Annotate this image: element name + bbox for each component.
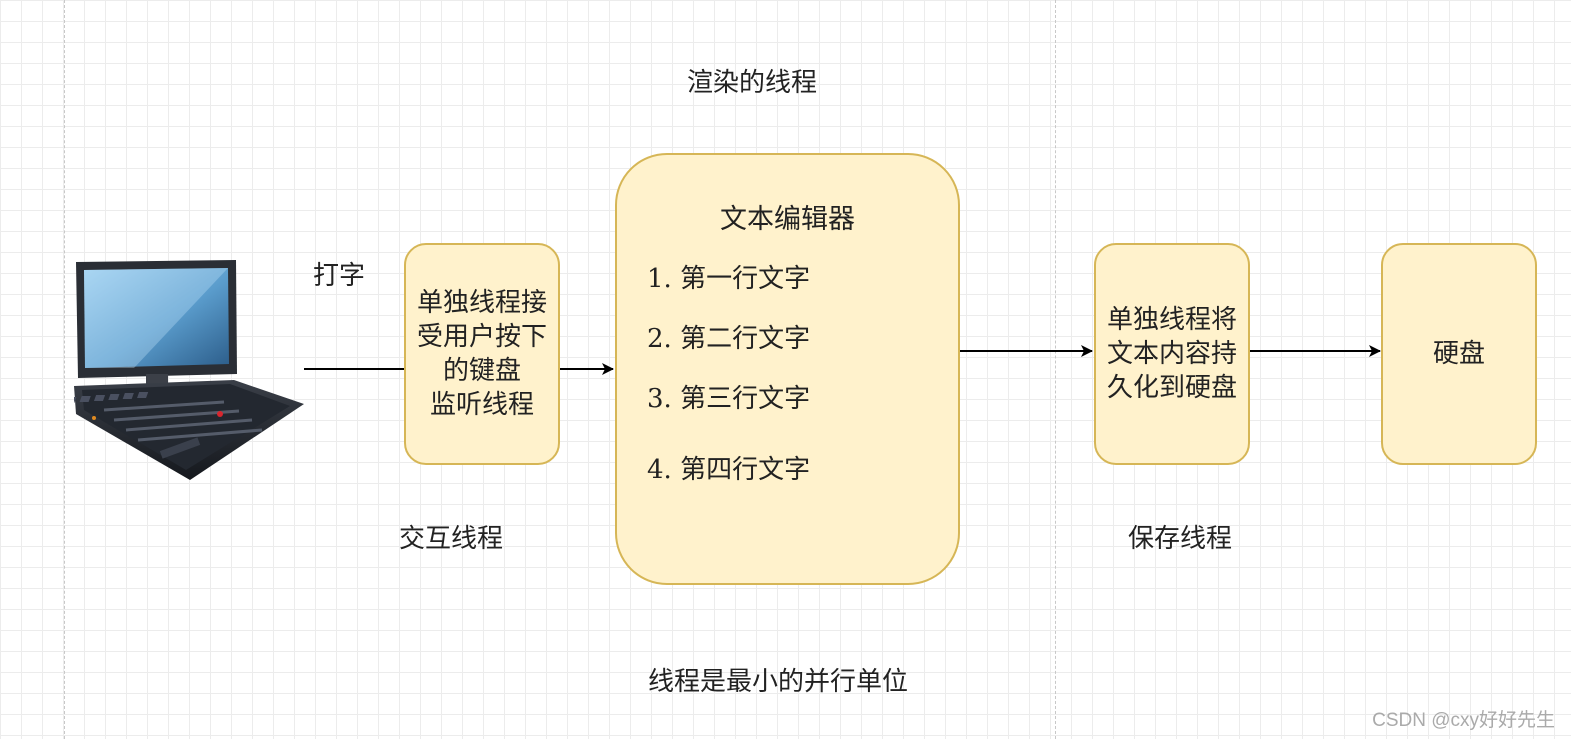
save-thread-label: 保存线程: [1128, 524, 1233, 554]
laptop-icon: [74, 260, 304, 480]
disk-label: 硬盘: [1432, 339, 1485, 369]
persist-box: 单独线程将 文本内容持 久化到硬盘: [1094, 243, 1250, 465]
interaction-thread-label: 交互线程: [399, 524, 504, 554]
box-line: 的键盘: [442, 356, 521, 386]
box-line: 久化到硬盘: [1106, 373, 1237, 403]
box-line: 单独线程接: [416, 288, 547, 318]
editor-title: 文本编辑器: [720, 204, 855, 235]
text-editor-box: 文本编辑器 1. 第一行文字 2. 第二行文字 3. 第三行文字 4. 第四行文…: [615, 153, 960, 585]
editor-line-3: 3. 第三行文字: [647, 384, 811, 414]
box-line: 受用户按下: [416, 322, 547, 352]
typing-label: 打字: [313, 261, 366, 291]
right-divider: [1055, 0, 1056, 739]
editor-line-1: 1. 第一行文字: [647, 264, 811, 294]
left-divider: [64, 0, 65, 739]
box-line: 监听线程: [429, 390, 534, 420]
keyboard-listener-box: 单独线程接 受用户按下 的键盘 监听线程: [404, 243, 560, 465]
render-thread-label: 渲染的线程: [687, 68, 818, 98]
watermark: CSDN @cxy好好先生: [1372, 710, 1555, 731]
bottom-caption: 线程是最小的并行单位: [648, 667, 909, 697]
editor-line-2: 2. 第二行文字: [647, 324, 811, 354]
editor-line-4: 4. 第四行文字: [647, 455, 811, 485]
disk-box: 硬盘: [1381, 243, 1537, 465]
box-line: 单独线程将: [1106, 305, 1237, 335]
box-line: 文本内容持: [1106, 339, 1237, 369]
